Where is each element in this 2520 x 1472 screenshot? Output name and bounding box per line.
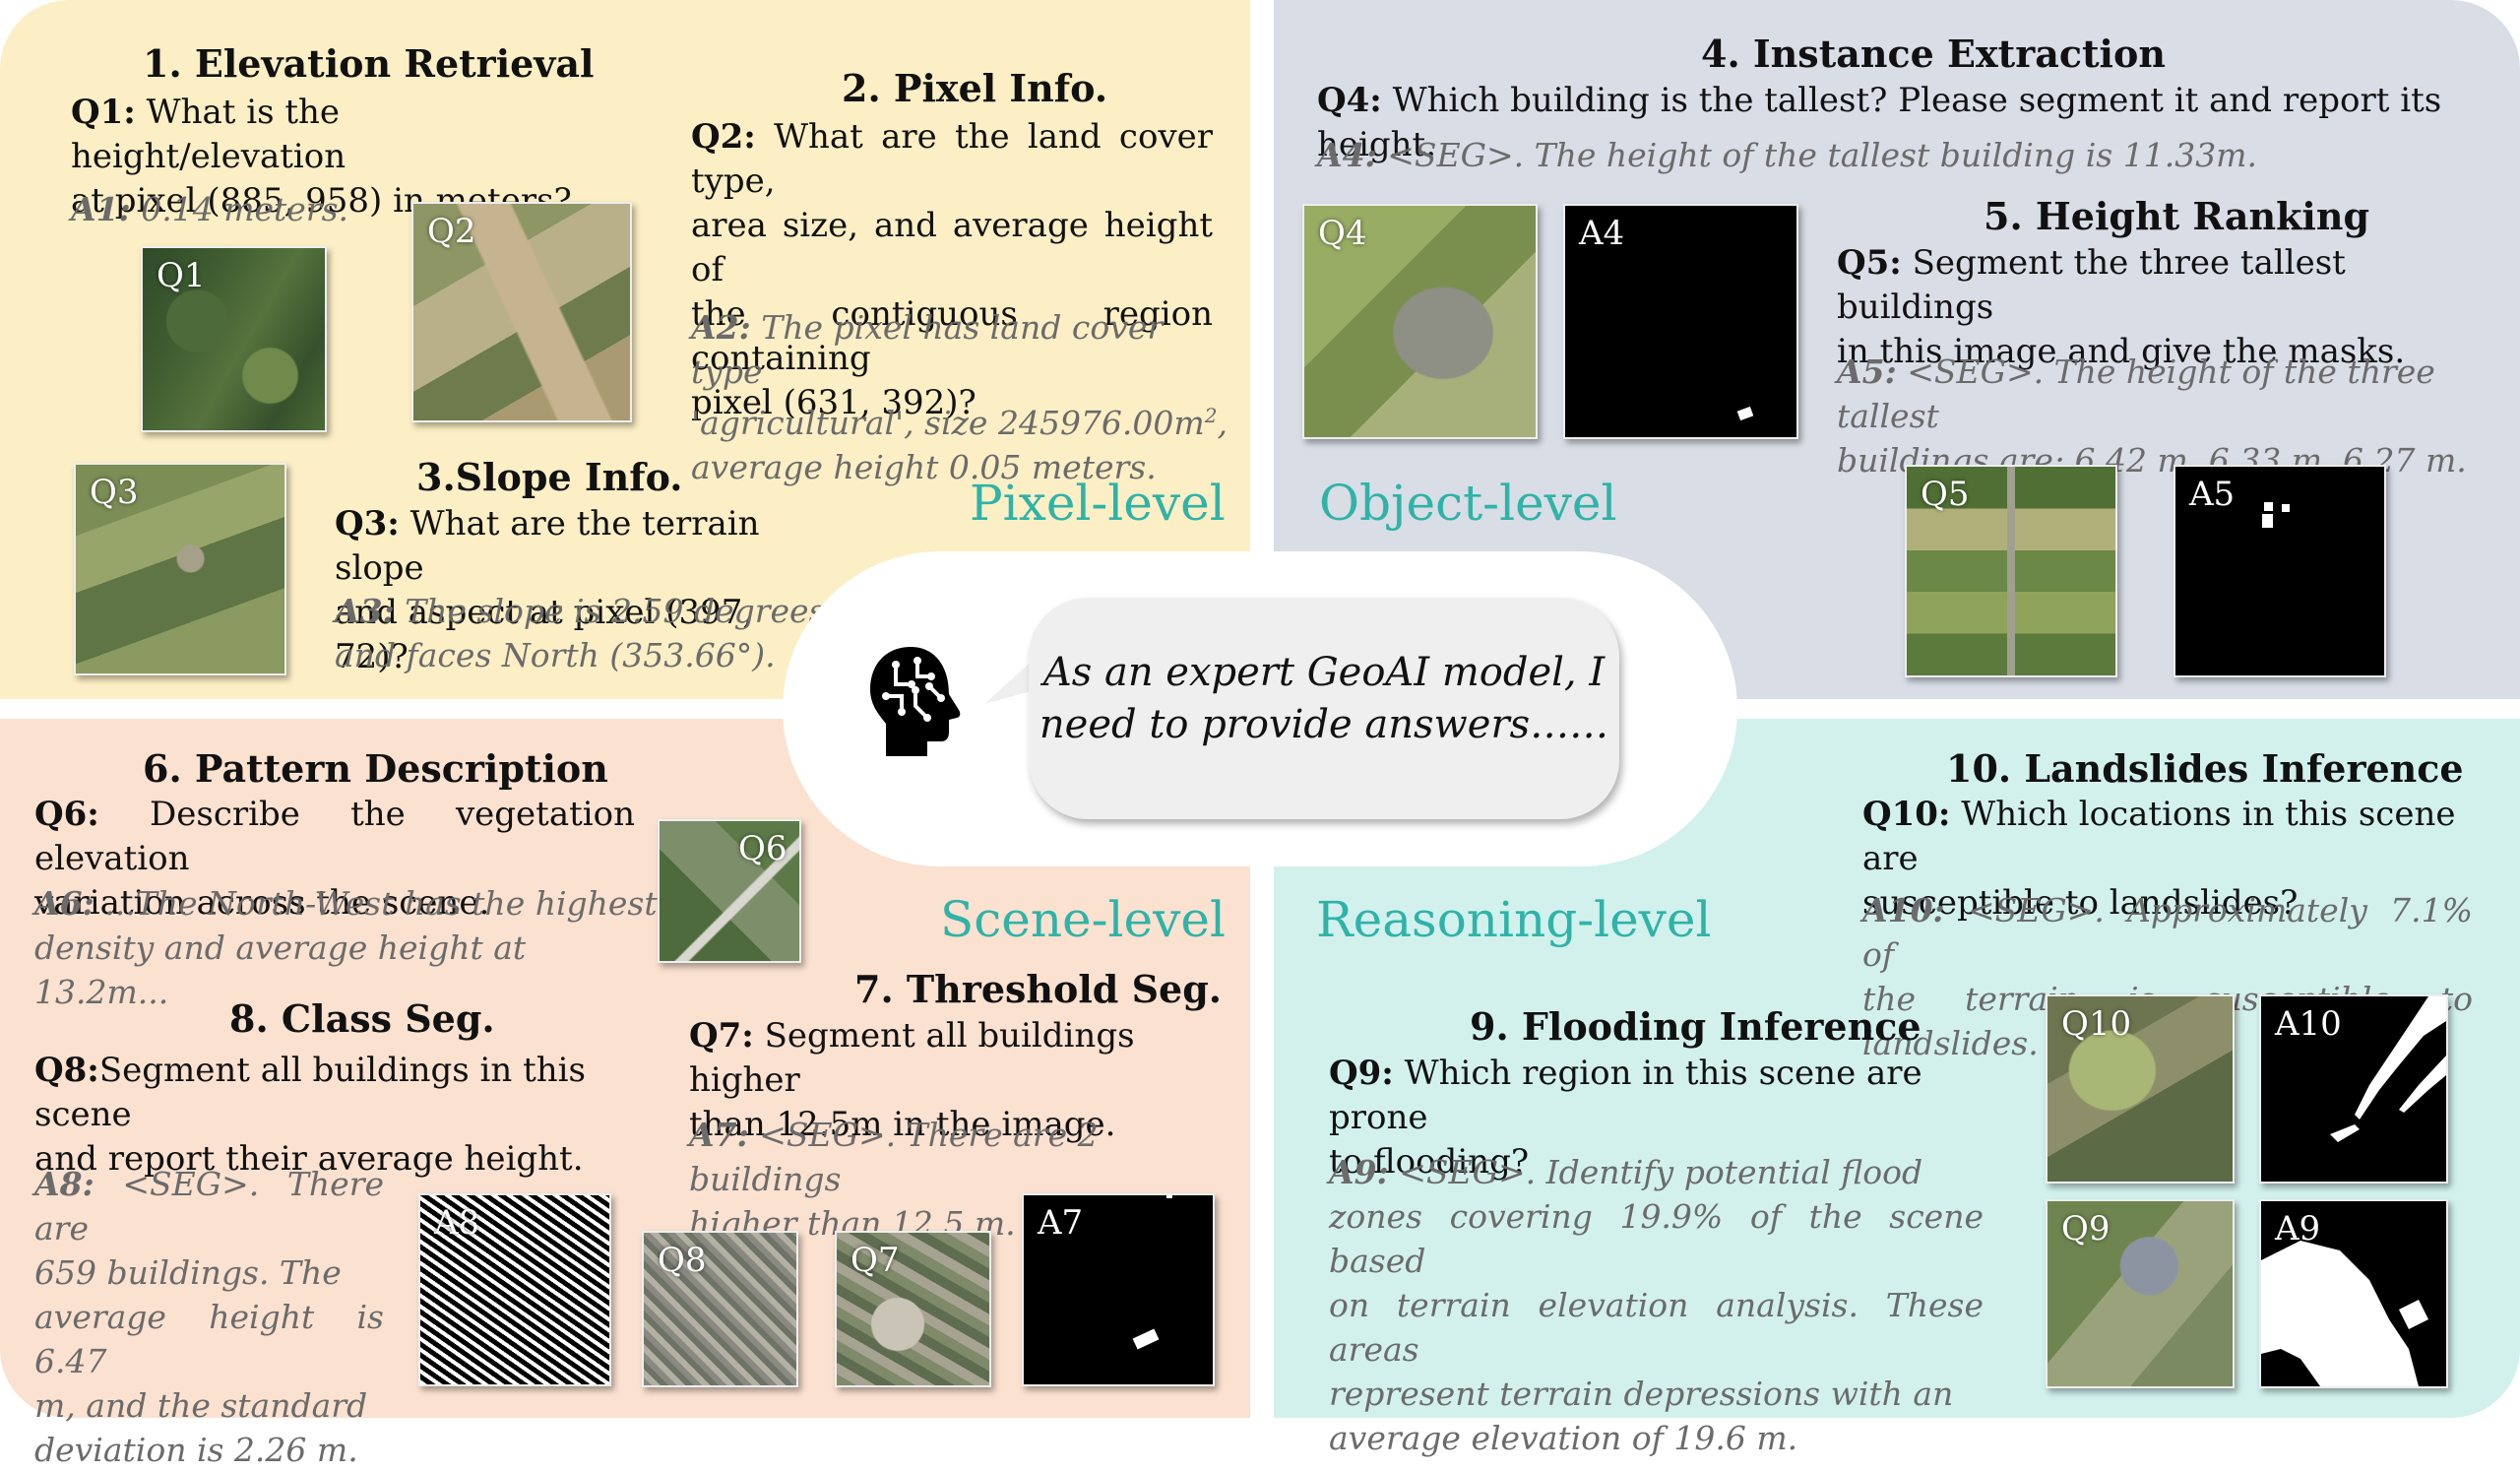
- mask-segment: [1736, 406, 1754, 421]
- mask-a5: A5: [2174, 465, 2386, 677]
- landslide-mask-shape: [2330, 996, 2446, 1142]
- task4-answer: A4: <SEG>. The height of the tallest bui…: [1317, 136, 2257, 174]
- object-level-label: Object-level: [1319, 475, 1617, 532]
- mask-a7: A7: [1022, 1193, 1215, 1386]
- thumbnail-q10: Q10: [2046, 994, 2235, 1184]
- task6-title: 6. Pattern Description: [143, 746, 608, 791]
- scene-level-label: Scene-level: [940, 891, 1226, 948]
- task4-question: Q4: Which building is the tallest? Pleas…: [1317, 81, 2442, 164]
- mask-segment: [2282, 504, 2290, 512]
- task8-title: 8. Class Seg.: [229, 996, 495, 1041]
- mask-segment: [1132, 1328, 1160, 1350]
- task4-title: 4. Instance Extraction: [1701, 32, 2166, 76]
- thumbnail-q1: Q1: [141, 246, 327, 432]
- task9-question: Q9: Which region in this scene are prone…: [1329, 1054, 1922, 1182]
- thumbnail-q4: Q4: [1302, 204, 1538, 439]
- thumbnail-q2: Q2: [411, 202, 632, 422]
- thumbnail-q5: Q5: [1905, 465, 2117, 677]
- speech-tail: [984, 655, 1039, 704]
- thumbnail-q6: Q6: [658, 819, 801, 963]
- thumbnail-q7: Q7: [835, 1231, 991, 1387]
- mask-segment: [2264, 502, 2273, 511]
- mask-segment: [1166, 1195, 1172, 1198]
- task9-title: 9. Flooding Inference: [1470, 1004, 1922, 1049]
- task3-title: 3.Slope Info.: [416, 455, 683, 499]
- reasoning-level-label: Reasoning-level: [1316, 891, 1712, 948]
- mask-a10: A10: [2259, 994, 2448, 1184]
- task2-answer: A2: The pixel has land cover type'agricu…: [691, 308, 1228, 486]
- task2-title: 2. Pixel Info.: [842, 66, 1108, 110]
- pixel-level-label: Pixel-level: [970, 475, 1226, 532]
- mask-a8: A8: [418, 1193, 611, 1386]
- ai-head-brain-icon: [866, 645, 965, 762]
- flood-mask-shape: [2261, 1241, 2428, 1386]
- task2-question: Q2: What are the land cover type,area si…: [691, 117, 1213, 422]
- task7-title: 7. Threshold Seg.: [854, 967, 1223, 1011]
- mask-a9: A9: [2259, 1199, 2448, 1388]
- thumbnail-q9: Q9: [2046, 1199, 2235, 1388]
- task1-answer: A1: 0.14 meters.: [71, 190, 349, 228]
- mask-segment: [2262, 514, 2273, 528]
- thumbnail-q3: Q3: [74, 463, 286, 675]
- task5-title: 5. Height Ranking: [1984, 194, 2370, 238]
- thumbnail-q8: Q8: [642, 1231, 798, 1387]
- task1-title: 1. Elevation Retrieval: [143, 41, 595, 86]
- mask-a4: A4: [1563, 204, 1798, 439]
- task5-answer: A5: <SEG>. The height of the three talle…: [1837, 352, 2467, 480]
- task10-title: 10. Landslides Inference: [1946, 746, 2464, 791]
